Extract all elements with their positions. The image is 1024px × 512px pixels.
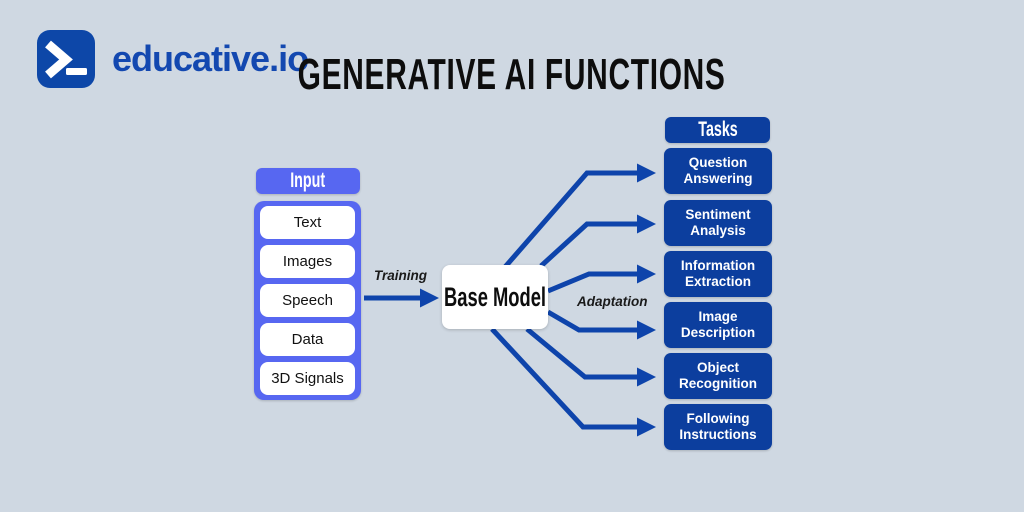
page-title: GENERATIVE AI FUNCTIONS xyxy=(0,50,1024,100)
educative-logo xyxy=(37,30,95,88)
brand-name: educative.io xyxy=(112,38,309,79)
input-item-3d-signals: 3D Signals xyxy=(260,362,355,395)
base-model-label: Base Model xyxy=(443,281,547,312)
arrow-task-image-description xyxy=(546,309,656,340)
adaptation-label: Adaptation xyxy=(577,294,648,309)
input-item-data: Data xyxy=(260,323,355,356)
arrow-task-information-extraction xyxy=(547,264,656,294)
arrow-task-question-answering xyxy=(503,163,656,269)
arrow-task-sentiment-analysis xyxy=(539,214,656,268)
input-list: Text Images Speech Data 3D Signals xyxy=(254,201,361,400)
input-header-label: Input xyxy=(290,169,326,192)
terminal-prompt-icon xyxy=(37,30,95,88)
task-following-instructions: Following Instructions xyxy=(664,404,772,450)
task-image-description: Image Description xyxy=(664,302,772,348)
page-title-text: GENERATIVE AI FUNCTIONS xyxy=(298,50,726,99)
training-label: Training xyxy=(374,268,428,283)
tasks-header-label: Tasks xyxy=(697,118,738,141)
task-question-answering: Question Answering xyxy=(664,148,772,194)
arrow-task-following-instructions xyxy=(490,327,656,437)
task-information-extraction: Information Extraction xyxy=(664,251,772,297)
input-item-images: Images xyxy=(260,245,355,278)
arrow-task-object-recognition xyxy=(525,327,656,387)
task-object-recognition: Object Recognition xyxy=(664,353,772,399)
tasks-header: Tasks xyxy=(665,117,770,143)
task-sentiment-analysis: Sentiment Analysis xyxy=(664,200,772,246)
base-model-node: Base Model xyxy=(442,265,548,329)
input-header: Input xyxy=(256,168,360,194)
input-item-speech: Speech xyxy=(260,284,355,317)
input-item-text: Text xyxy=(260,206,355,239)
